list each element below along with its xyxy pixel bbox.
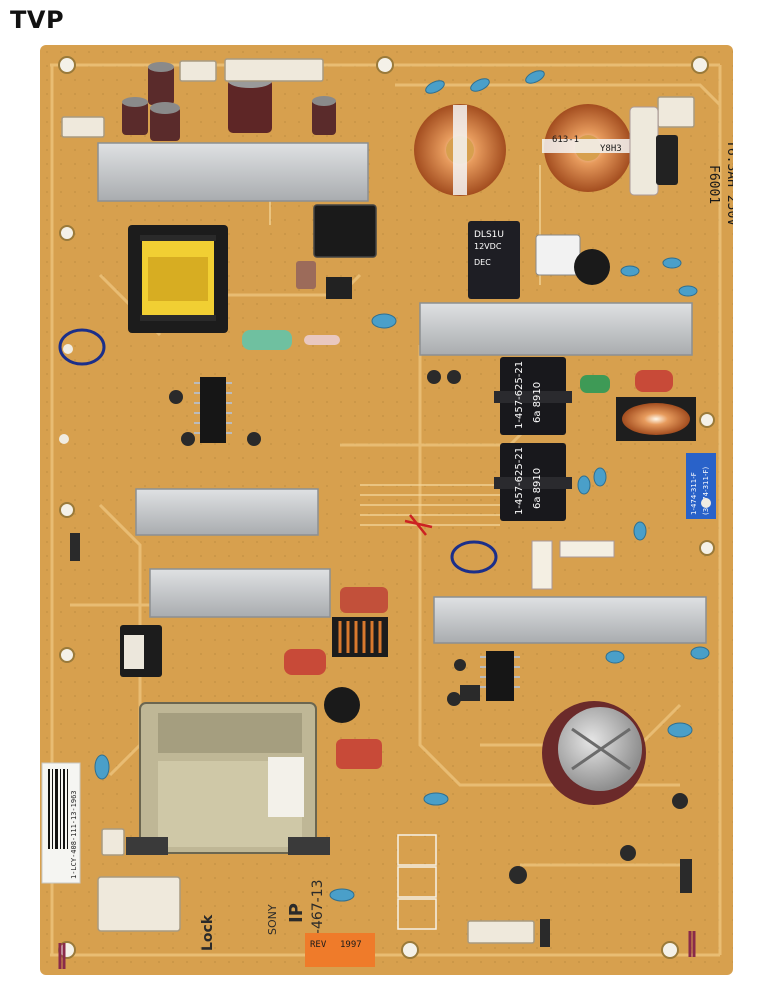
blue-label: 1-474-311-F (3-474-311-F)	[686, 453, 716, 519]
transformer-small	[128, 225, 228, 333]
coil-tag: 613-1	[552, 135, 579, 145]
board-code: 6-467-13	[310, 879, 326, 943]
main-electrolytic-capacitor	[542, 701, 646, 805]
heatsink-middle-upper	[135, 488, 319, 536]
coil-tag-2: Y8H3	[600, 144, 622, 154]
lock-label: Lock	[200, 914, 216, 951]
sony-label: SONY	[266, 904, 279, 935]
orange-sticker-text: REV	[310, 940, 327, 950]
heatsink-top-left	[97, 142, 369, 202]
common-mode-choke-right: 613-1 Y8H3	[542, 104, 634, 192]
ip-label: IP	[286, 903, 307, 923]
part-number-upper: 1-457-625-21	[514, 361, 525, 429]
blue-label-text-2: (3-474-311-F)	[702, 466, 710, 515]
heatsink-middle-lower	[149, 568, 331, 618]
transformer-lower: 1-457-625-21 6a 8910	[494, 443, 572, 521]
blue-label-text: 1-474-311-F	[690, 472, 698, 515]
orange-sticker-text-2: 1997	[340, 940, 362, 950]
connector-bottom-right	[467, 920, 535, 944]
relay-spec: 12VDC	[474, 242, 502, 251]
common-mode-choke-left	[414, 104, 506, 196]
relay-make: DEC	[474, 258, 491, 267]
fuse-label: F6001	[706, 165, 721, 204]
part-number-lower: 1-457-625-21	[514, 447, 525, 515]
brand-logo: TVP	[10, 6, 65, 34]
relay-brand: DLS1U	[474, 230, 504, 240]
fuse-rating: T6.3AH 250V	[724, 140, 733, 226]
heatsink-right-lower	[433, 596, 707, 644]
pcb-board-photo: 613-1 Y8H3 F6001 T6.3AH 250V DLS1U 12VDC…	[40, 45, 733, 975]
sticker-code: 1-LCY-408-111-13-1963	[70, 790, 78, 879]
main-transformer	[126, 702, 330, 855]
serial-sticker: 1-LCY-408-111-13-1963	[41, 762, 81, 884]
connector-top	[61, 58, 695, 138]
heatsink-right-upper	[419, 302, 693, 356]
orange-sticker: REV 1997	[305, 933, 375, 967]
relay: DLS1U 12VDC DEC	[468, 221, 520, 299]
small-capacitors-top	[122, 62, 336, 141]
mounting-holes	[58, 56, 715, 959]
connector-bottom-left	[97, 876, 181, 932]
transformer-upper: 1-457-625-21 6a 8910	[494, 357, 572, 435]
silkscreen-grid	[397, 834, 437, 930]
part-number-lower-sub: 6a 8910	[532, 468, 543, 509]
part-number-upper-sub: 6a 8910	[532, 382, 543, 423]
